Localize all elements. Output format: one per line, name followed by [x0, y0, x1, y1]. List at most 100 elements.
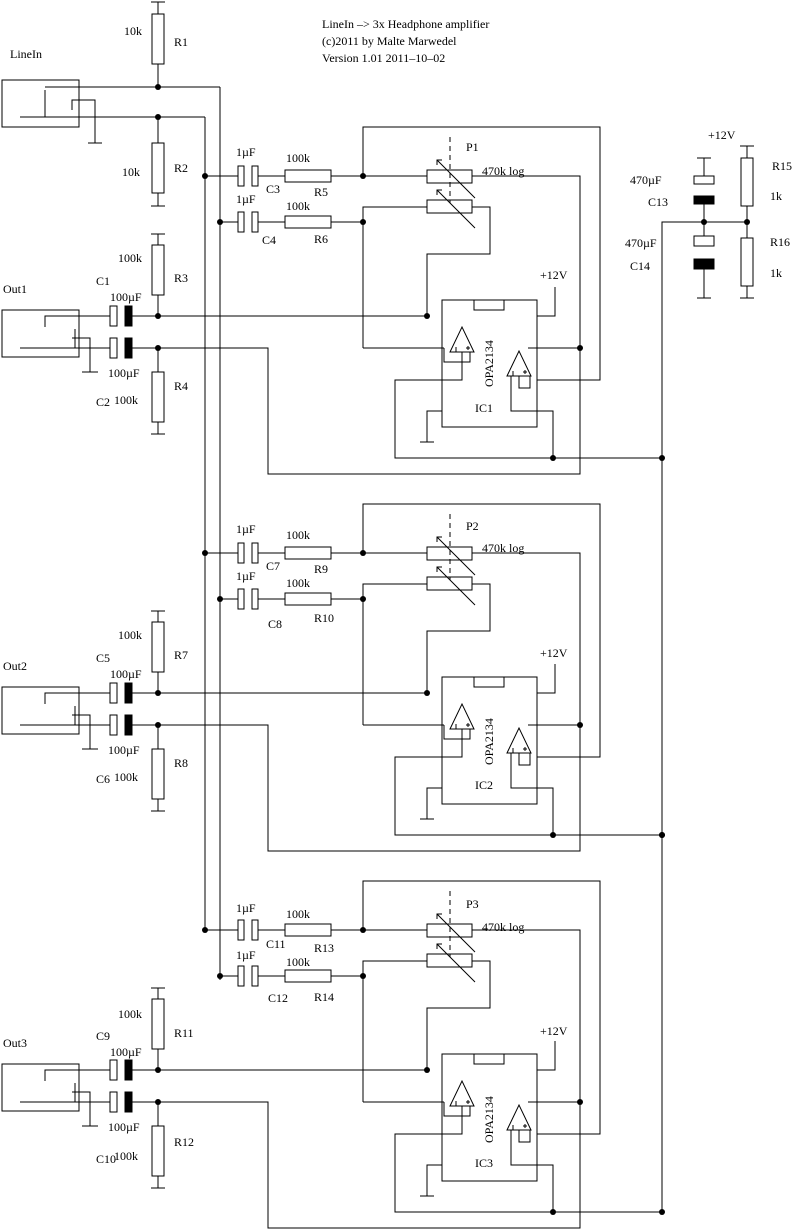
r15-value: 1k [770, 189, 782, 203]
r7-label: R7 [174, 648, 188, 662]
resistor-r1: 10k R1 [124, 1, 188, 87]
r10-value: 100k [286, 576, 310, 590]
c9-value: 100µF [110, 1045, 142, 1059]
ic2-vcc: +12V [540, 646, 568, 660]
capacitor-c14: 470µF C14 [625, 235, 715, 299]
c3-value: 1µF [236, 145, 256, 159]
r13-label: R13 [314, 941, 334, 955]
line-in-section: LineIn 10k R1 10k R2 [1, 1, 221, 980]
resistor-r16: R16 1k [740, 235, 790, 299]
r2-value: 10k [122, 165, 140, 179]
p1-value: 470k log [482, 164, 524, 178]
c9-label: C9 [96, 1029, 110, 1043]
c8-label: C8 [268, 617, 282, 631]
ic2-part: OPA2134 [482, 718, 496, 765]
c5-label: C5 [96, 651, 110, 665]
r16-value: 1k [770, 266, 782, 280]
title-line-3: Version 1.01 2011–10–02 [322, 51, 445, 65]
power-section: +12V R15 1k R16 1k 470µF C13 [625, 128, 792, 1212]
r8-value: 100k [114, 770, 138, 784]
c7-value: 1µF [236, 522, 256, 536]
resistor-r2: 10k R2 [122, 117, 188, 207]
c11-label: C11 [266, 937, 286, 951]
c7-label: C7 [266, 559, 280, 573]
ic3-label: IC3 [475, 1156, 493, 1170]
r2-label: R2 [174, 161, 188, 175]
r12-label: R12 [174, 1135, 194, 1149]
c13-value: 470µF [630, 173, 662, 187]
line-in-jack [1, 79, 220, 144]
r13-value: 100k [286, 907, 310, 921]
p3-value: 470k log [482, 920, 524, 934]
ic3-part: OPA2134 [482, 1096, 496, 1143]
r12-value: 100k [114, 1149, 138, 1163]
r14-label: R14 [314, 990, 334, 1004]
c13-label: C13 [648, 195, 668, 209]
out3-label: Out3 [3, 1036, 27, 1050]
title-block: LineIn –> 3x Headphone amplifier (c)2011… [322, 17, 489, 65]
r9-label: R9 [314, 562, 328, 576]
ic1-vcc: +12V [540, 268, 568, 282]
r11-label: R11 [174, 1026, 194, 1040]
p1-label: P1 [466, 140, 479, 154]
r6-label: R6 [314, 232, 328, 246]
ic3-vcc: +12V [540, 1024, 568, 1038]
out2-label: Out2 [3, 659, 27, 673]
c2-label: C2 [96, 395, 110, 409]
r16-label: R16 [770, 235, 790, 249]
title-line-2: (c)2011 by Malte Marwedel [322, 34, 457, 48]
c12-value: 1µF [236, 948, 256, 962]
capacitor-c13: 470µF C13 [630, 157, 715, 236]
r14-value: 100k [286, 955, 310, 969]
out1-label: Out1 [3, 282, 27, 296]
r1-label: R1 [174, 35, 188, 49]
p2-value: 470k log [482, 541, 524, 555]
resistor-r15: R15 1k [740, 157, 792, 238]
c10-value: 100µF [108, 1120, 140, 1134]
c4-value: 1µF [236, 192, 256, 206]
p2-label: P2 [466, 519, 479, 533]
channel-3-labels: Out3 C9 100µF 100µF C10 100k R11 100k R1… [3, 897, 568, 1170]
r5-label: R5 [314, 185, 328, 199]
r8-label: R8 [174, 756, 188, 770]
c3-label: C3 [266, 182, 280, 196]
c4-label: C4 [262, 233, 276, 247]
p3-label: P3 [466, 897, 479, 911]
r3-label: R3 [174, 271, 188, 285]
r1-value: 10k [124, 24, 142, 38]
c10-label: C10 [96, 1152, 116, 1166]
channel-3: Out3 C9 100µF 100µF C10 100k R11 100k R1… [1, 880, 666, 1229]
c6-label: C6 [96, 772, 110, 786]
c11-value: 1µF [236, 901, 256, 915]
channel-2-labels: Out2 C5 100µF 100µF C6 100k R7 100k R8 1… [3, 519, 568, 792]
c14-label: C14 [630, 259, 650, 273]
r7-value: 100k [118, 628, 142, 642]
c12-label: C12 [268, 991, 288, 1005]
channel-1: Out1 C1 100µF 100µF C2 100k R3 100k R4 1… [1, 126, 666, 475]
r5-value: 100k [286, 151, 310, 165]
c2-value: 100µF [108, 366, 140, 380]
r3-value: 100k [118, 251, 142, 265]
c1-value: 100µF [110, 290, 142, 304]
ic1-label: IC1 [475, 401, 493, 415]
r9-value: 100k [286, 528, 310, 542]
supply-label: +12V [708, 128, 736, 142]
line-in-label: LineIn [10, 47, 42, 61]
r6-value: 100k [286, 199, 310, 213]
title-line-1: LineIn –> 3x Headphone amplifier [322, 17, 489, 31]
channel-1-labels: Out1 C1 100µF 100µF C2 100k R3 100k R4 1… [3, 140, 568, 415]
c1-label: C1 [96, 274, 110, 288]
ic2-label: IC2 [475, 778, 493, 792]
c8-value: 1µF [236, 569, 256, 583]
c14-value: 470µF [625, 236, 657, 250]
c6-value: 100µF [108, 743, 140, 757]
r10-label: R10 [314, 611, 334, 625]
r11-value: 100k [118, 1007, 142, 1021]
ic1-part: OPA2134 [482, 340, 496, 387]
r4-value: 100k [114, 393, 138, 407]
r4-label: R4 [174, 379, 188, 393]
r15-label: R15 [772, 159, 792, 173]
channel-2: Out2 C5 100µF 100µF C6 100k R7 100k R8 1… [1, 503, 666, 852]
c5-value: 100µF [110, 667, 142, 681]
